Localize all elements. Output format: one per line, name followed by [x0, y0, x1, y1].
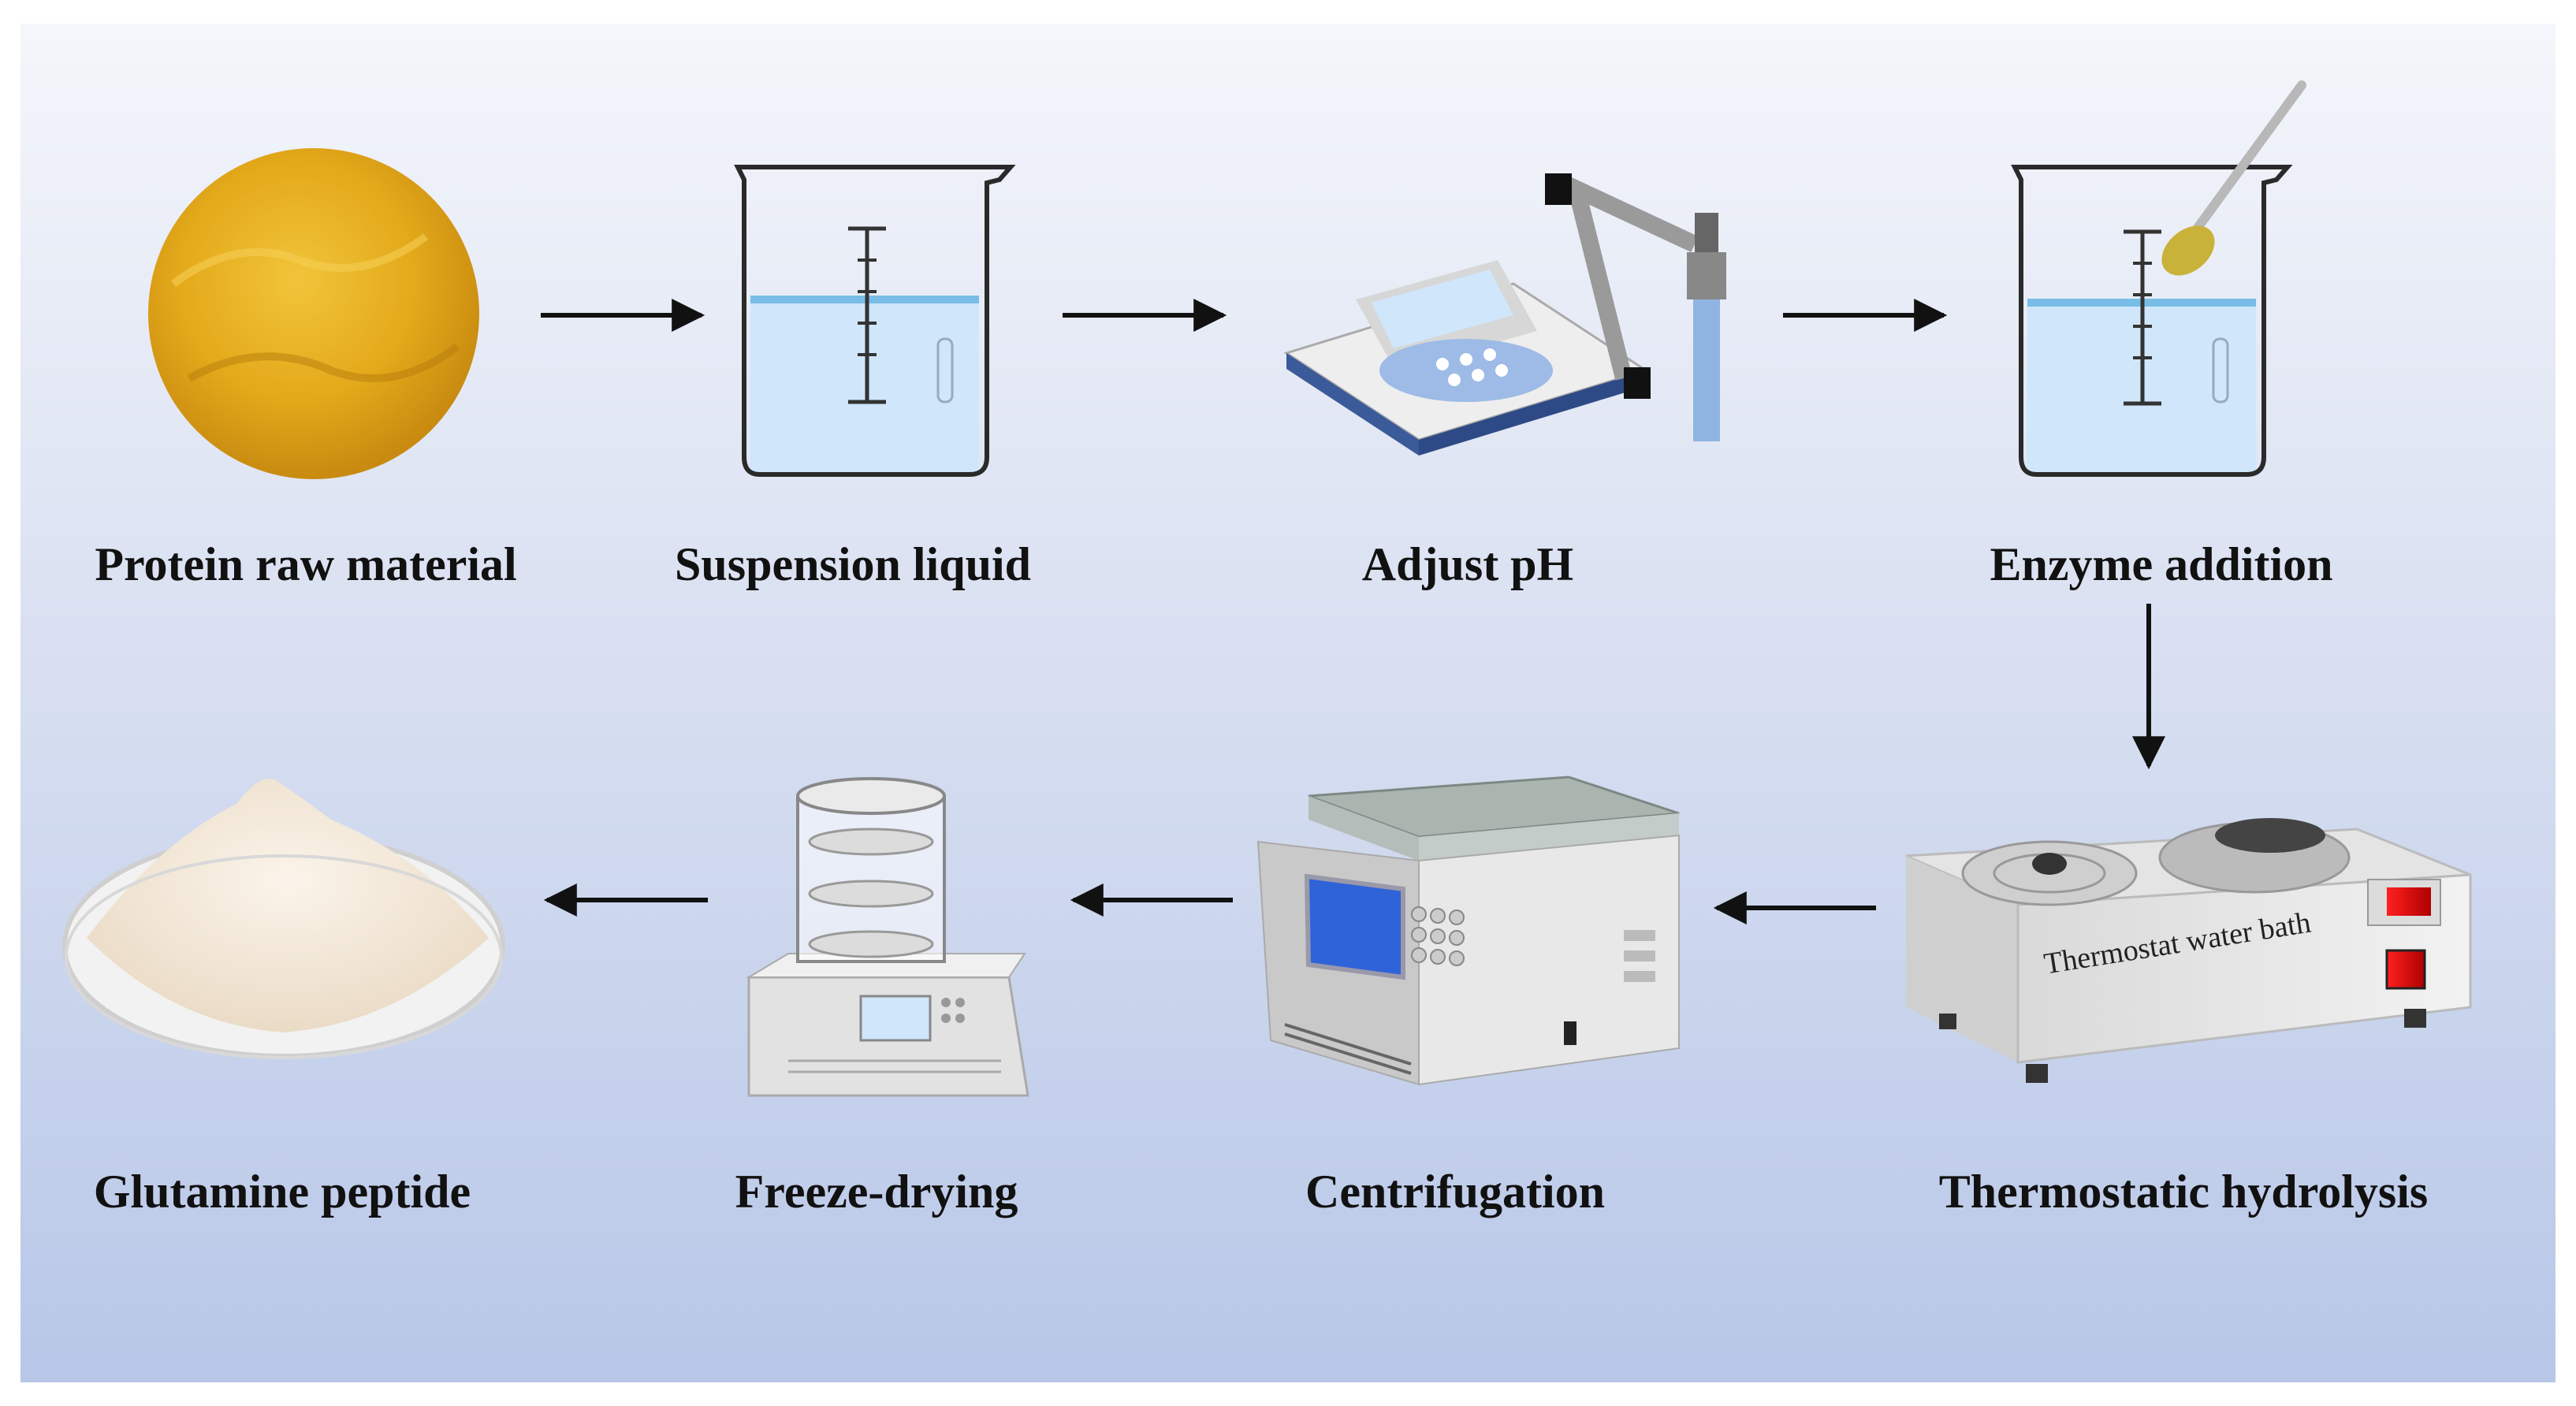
label-enzyme-addition: Enzyme addition: [1990, 538, 2333, 590]
label-suspension-liquid: Suspension liquid: [675, 538, 1031, 590]
label-adjust-ph: Adjust pH: [1361, 538, 1574, 590]
beaker-icon: [734, 165, 1016, 477]
label-protein-raw-material: Protein raw material: [95, 538, 517, 590]
label-thermostatic-hydrolysis: Thermostatic hydrolysis: [1938, 1166, 2429, 1218]
centrifuge-icon: [1256, 776, 1680, 1086]
freeze-dryer-icon: [746, 777, 1029, 1097]
label-glutamine-peptide: Glutamine peptide: [93, 1166, 471, 1218]
label-centrifugation: Centrifugation: [1305, 1166, 1605, 1218]
ph-meter-icon: [1283, 173, 1726, 456]
peptide-powder-icon: [62, 779, 505, 1059]
water-bath-icon: [1905, 818, 2472, 1083]
protein-powder-icon: [148, 148, 479, 479]
label-freeze-drying: Freeze-drying: [735, 1166, 1018, 1218]
beaker-spoon-icon: [2011, 80, 2306, 477]
flow-arrows: [541, 299, 2165, 924]
